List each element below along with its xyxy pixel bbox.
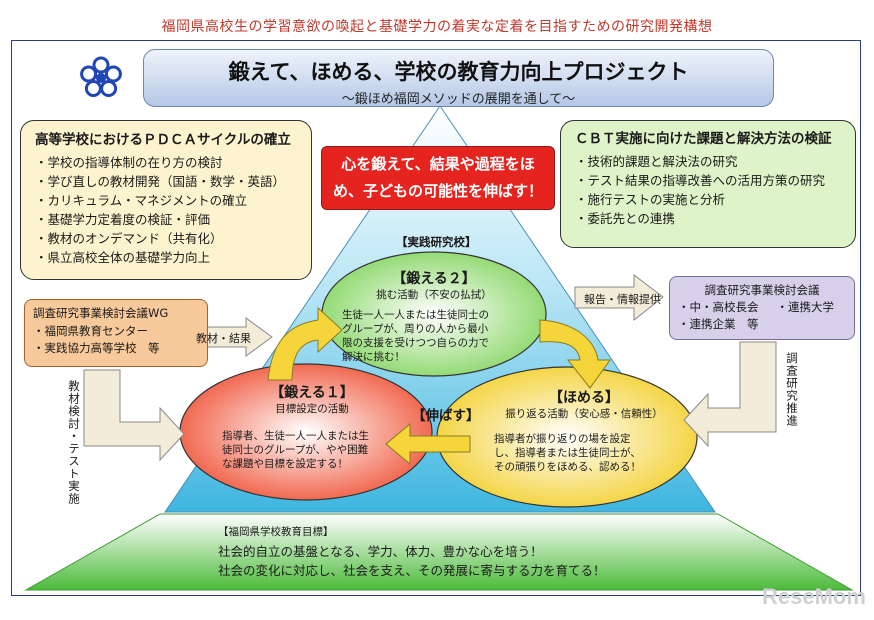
kitaeru1-body-line: な課題や目標を設定する！ <box>222 458 348 470</box>
kitaeru2-body-line: 限の支援を受けつつ自らの力で <box>342 337 489 349</box>
kentou-item: ・連携大学 <box>776 300 835 314</box>
pdca-box: 高等学校におけるＰＤＣＡサイクルの確立 ・学校の指導体制の在り方の検討 ・学び直… <box>20 120 312 280</box>
resemom-logo: ReseMom <box>762 584 866 609</box>
homeru-body-line: 指導者が振り返りの場を設定 <box>494 433 631 445</box>
wg-box: 調査研究事業検討会議WG ・福岡県教育センター ・実践協力高等学校 等 <box>24 299 208 367</box>
cbt-title: ＣＢＴ実施に向けた課題と解決方法の検証 <box>575 131 832 147</box>
homeru-title: 【ほめる】 <box>549 390 619 406</box>
goal-block: 【福岡県学校教育目標】 社会的自立の基盤となる、学力、体力、豊かな心を培う！ 社… <box>218 523 606 580</box>
cbt-item: ・技術的課題と解決法の研究 <box>575 154 738 169</box>
wg-title: 調査研究事業検討会議WG <box>33 306 169 320</box>
slogan-box: 心を鍛えて、結果や過程をほ め、子どもの可能性を伸ばす！ <box>321 146 555 210</box>
pdca-item: ・学び直しの教材開発（国語・数学・英語） <box>35 174 286 189</box>
cbt-item: ・テスト結果の指導改善への活用方策の研究 <box>575 173 826 188</box>
pdca-item: ・県立高校全体の基礎学力向上 <box>35 250 211 265</box>
kitaeru1-text: 【鍛える１】 目標設定の活動 指導者、生徒一人一人または生 徒同士のグループが、… <box>222 384 402 471</box>
goal-line: 社会の変化に対応し、社会を支え、その発展に寄与する力を育てる！ <box>218 563 606 578</box>
cbt-box: ＣＢＴ実施に向けた課題と解決方法の検証 ・技術的課題と解決法の研究 ・テスト結果… <box>560 120 856 248</box>
kitaeru1-body-line: 徒同士のグループが、やや困難 <box>222 444 369 456</box>
kitaeru2-title: 【鍛える２】 <box>392 271 476 287</box>
diagram-frame <box>11 40 861 596</box>
arrow-kyozai-label: 教材・結果 <box>196 332 251 345</box>
right-vertical-label: 調査研究推進 <box>785 352 799 427</box>
wg-item: ・福岡県教育センター <box>33 324 148 338</box>
wg-item: ・実践協力高等学校 等 <box>33 341 160 355</box>
homeru-text: 【ほめる】 振り返る活動（安心感・信頼性） 指導者が振り返りの場を設定 し、指導… <box>494 389 674 474</box>
kentou-item: ・中・高校長会 <box>678 300 759 314</box>
cbt-item: ・委託先との連携 <box>575 211 675 226</box>
cbt-item: ・施行テストの実施と分析 <box>575 192 726 207</box>
left-vertical-label: 教材検討・テスト実施 <box>67 380 81 505</box>
homeru-body-line: し、指導者または生徒同士が、 <box>494 447 641 459</box>
kentou-item: ・連携企業 等 <box>678 317 759 331</box>
kitaeru2-body-line: 生徒一人一人または生徒同士の <box>342 309 489 321</box>
kentou-box: 調査研究事業検討会議 ・中・高校長会 ・連携大学 ・連携企業 等 <box>669 276 855 340</box>
project-header: 鍛えて、ほめる、学校の教育力向上プロジェクト ～鍛ほめ福岡メソッドの展開を通して… <box>143 49 774 107</box>
project-title: 鍛えて、ほめる、学校の教育力向上プロジェクト <box>228 60 689 84</box>
arrow-houkoku <box>574 273 664 322</box>
arrow-right-l <box>683 341 777 448</box>
pdca-item: ・学校の指導体制の在り方の検討 <box>35 155 223 170</box>
arrow-cycle-up <box>267 306 343 381</box>
kitaeru2-sub: 挑む活動（不安の払拭） <box>376 289 492 301</box>
kentou-title: 調査研究事業検討会議 <box>704 283 820 297</box>
kitaeru2-text: 【鍛える２】 挑む活動（不安の払拭） 生徒一人一人または生徒同士の グループが、… <box>342 270 526 364</box>
project-subtitle: ～鍛ほめ福岡メソッドの展開を通して～ <box>341 92 576 107</box>
arrow-houkoku-label: 報告・情報提供 <box>584 293 661 306</box>
slogan-line: 心を鍛えて、結果や過程をほ <box>341 155 535 173</box>
page-title: 福岡県高校生の学習意欲の喚起と基礎学力の着実な定着を目指すための研究開発構想 <box>161 19 713 35</box>
pdca-item: ・教材のオンデマンド（共有化） <box>35 231 223 246</box>
kitaeru1-title: 【鍛える１】 <box>270 385 354 401</box>
kitaeru1-body-line: 指導者、生徒一人一人または生 <box>222 430 369 442</box>
goal-title: 【福岡県学校教育目標】 <box>218 526 334 538</box>
homeru-sub: 振り返る活動（安心感・信頼性） <box>505 408 663 420</box>
nobasu-label: 【伸ばす】 <box>412 408 480 424</box>
arrow-cycle-down <box>539 319 611 389</box>
jissen-label: 【実践研究校】 <box>396 235 477 249</box>
pdca-item: ・カリキュラム・マネジメントの確立 <box>35 193 248 208</box>
goal-line: 社会的自立の基盤となる、学力、体力、豊かな心を培う！ <box>218 544 543 559</box>
homeru-body-line: その頑張りをほめる、認める！ <box>494 461 641 473</box>
arrow-left-l <box>83 369 185 462</box>
kitaeru2-body-line: 解決に挑む！ <box>342 351 405 363</box>
pdca-title: 高等学校におけるＰＤＣＡサイクルの確立 <box>35 132 291 148</box>
pdca-item: ・基礎学力定着度の検証・評価 <box>35 212 211 227</box>
fukuoka-emblem-icon <box>80 56 122 97</box>
base-trapezoid <box>24 513 854 591</box>
slogan-line: め、子どもの可能性を伸ばす！ <box>332 182 543 200</box>
arrow-cycle-left <box>385 422 471 466</box>
kitaeru1-sub: 目標設定の活動 <box>275 403 349 415</box>
kitaeru2-body-line: グループが、周りの人から最小 <box>342 323 489 335</box>
